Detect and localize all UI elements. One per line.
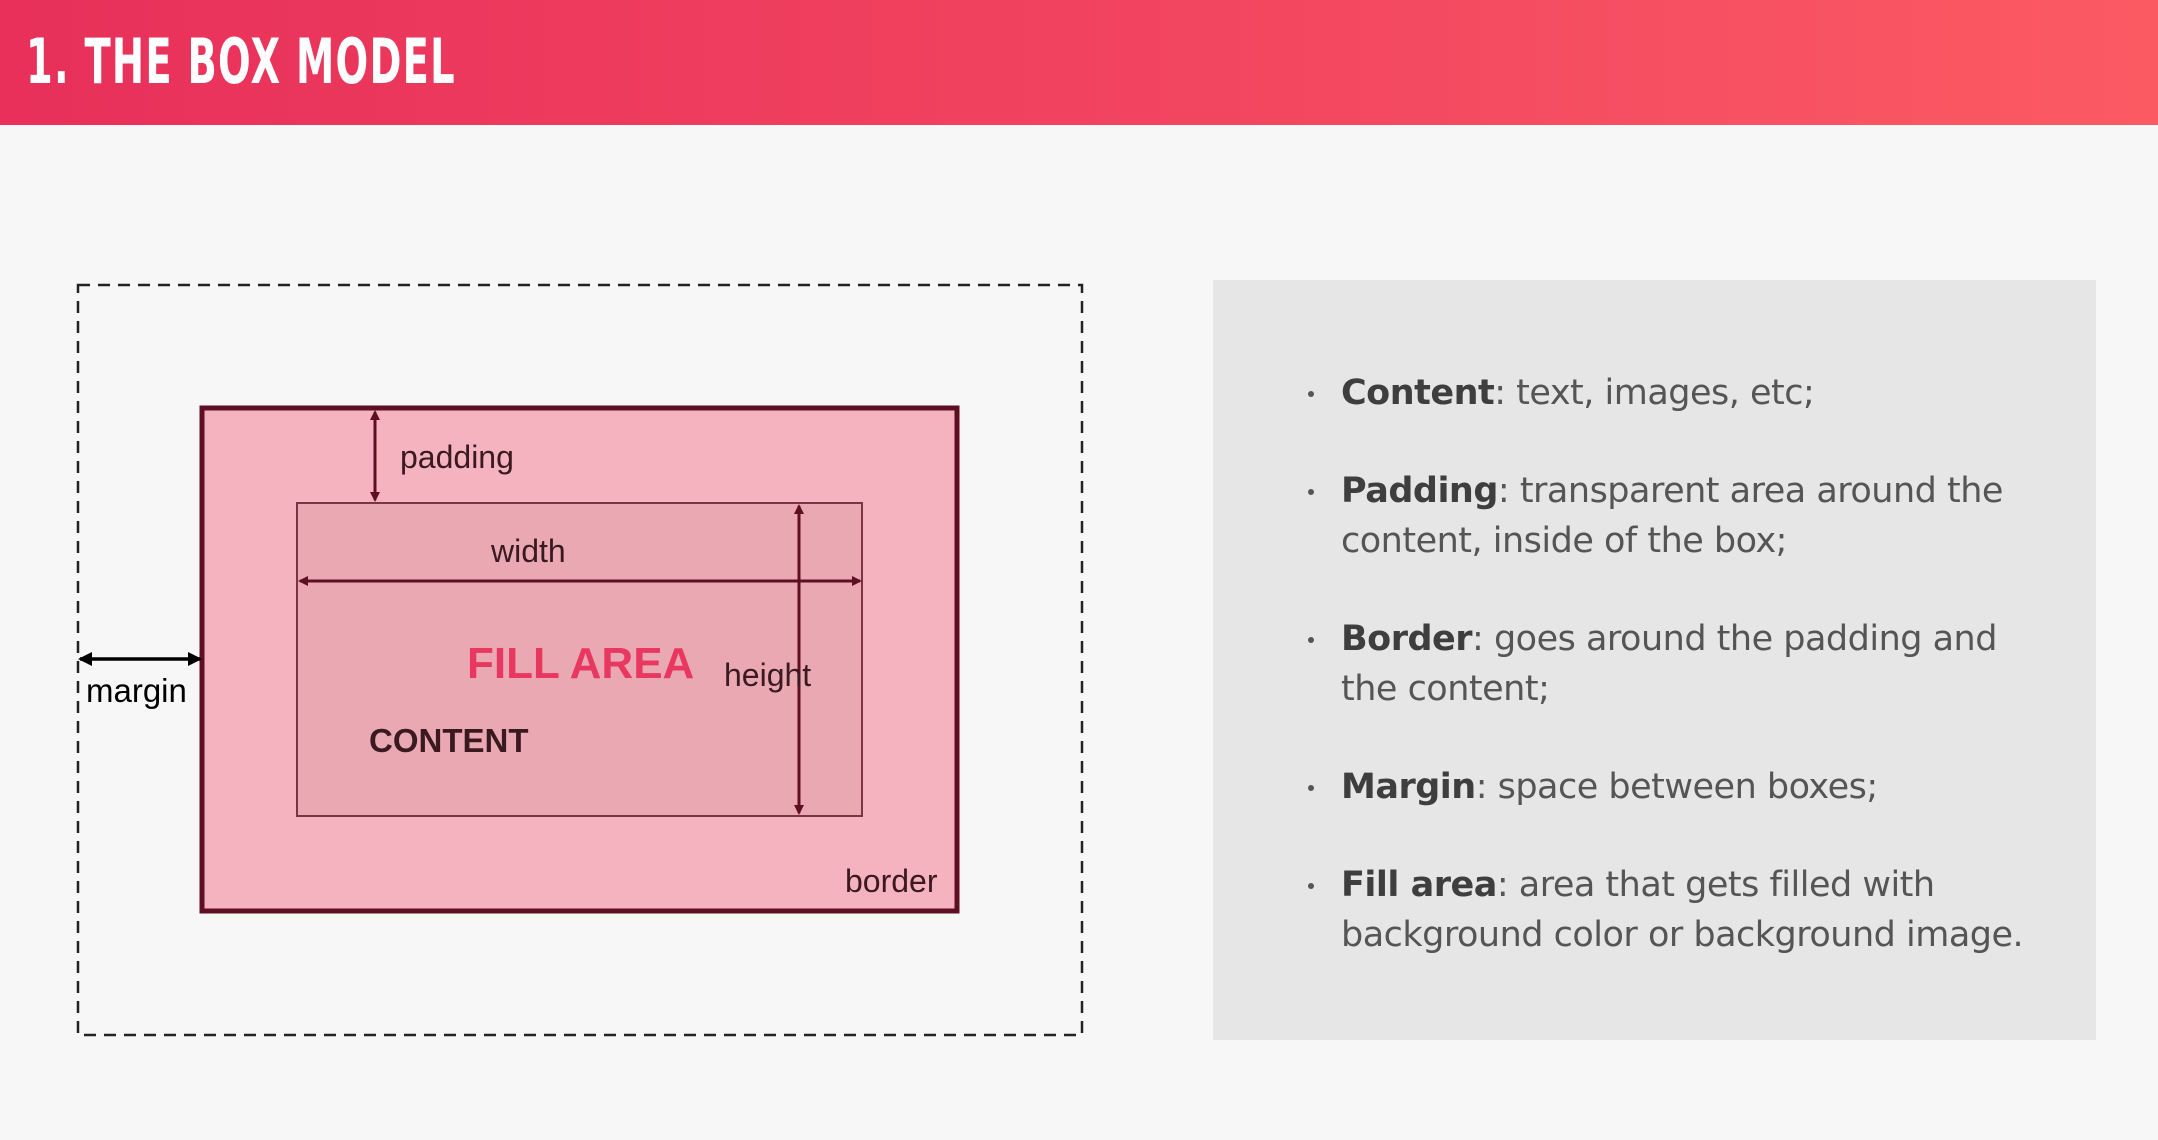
term-margin: Margin: [1341, 767, 1476, 807]
definition-border: : goes around the padding and the conten…: [1341, 619, 1997, 709]
border-label: border: [845, 863, 938, 899]
list-item-fill-area: Fill area: area that gets filled with ba…: [1308, 860, 2041, 960]
list-item-border: Border: goes around the padding and the …: [1308, 614, 2041, 714]
definition-padding: : transparent area around the content, i…: [1341, 471, 2003, 561]
fill-area-label: FILL AREA: [467, 639, 694, 688]
padding-label: padding: [400, 439, 514, 475]
header-banner: 1. THE BOX MODEL: [0, 0, 2158, 125]
list-item-padding: Padding: transparent area around the con…: [1308, 466, 2041, 566]
definition-margin: : space between boxes;: [1475, 767, 1878, 807]
term-content: Content: [1341, 373, 1495, 413]
page-title: 1. THE BOX MODEL: [26, 25, 456, 98]
height-label: height: [724, 657, 811, 693]
term-fill-area: Fill area: [1341, 865, 1497, 905]
definitions-list: Content: text, images, etc; Padding: tra…: [1308, 368, 2041, 1008]
list-item-content: Content: text, images, etc;: [1308, 368, 2041, 418]
margin-outline: [76, 283, 1084, 1037]
list-item-margin: Margin: space between boxes;: [1308, 762, 2041, 812]
width-label: width: [490, 533, 566, 569]
definition-content: : text, images, etc;: [1494, 373, 1815, 413]
definition-fill-area: : area that gets filled with background …: [1341, 865, 2024, 955]
term-border: Border: [1341, 619, 1473, 659]
definitions-panel: Content: text, images, etc; Padding: tra…: [1213, 280, 2096, 1040]
content-box: [296, 502, 863, 817]
margin-label: margin: [86, 672, 187, 709]
content-label: CONTENT: [369, 722, 529, 759]
term-padding: Padding: [1341, 471, 1498, 511]
